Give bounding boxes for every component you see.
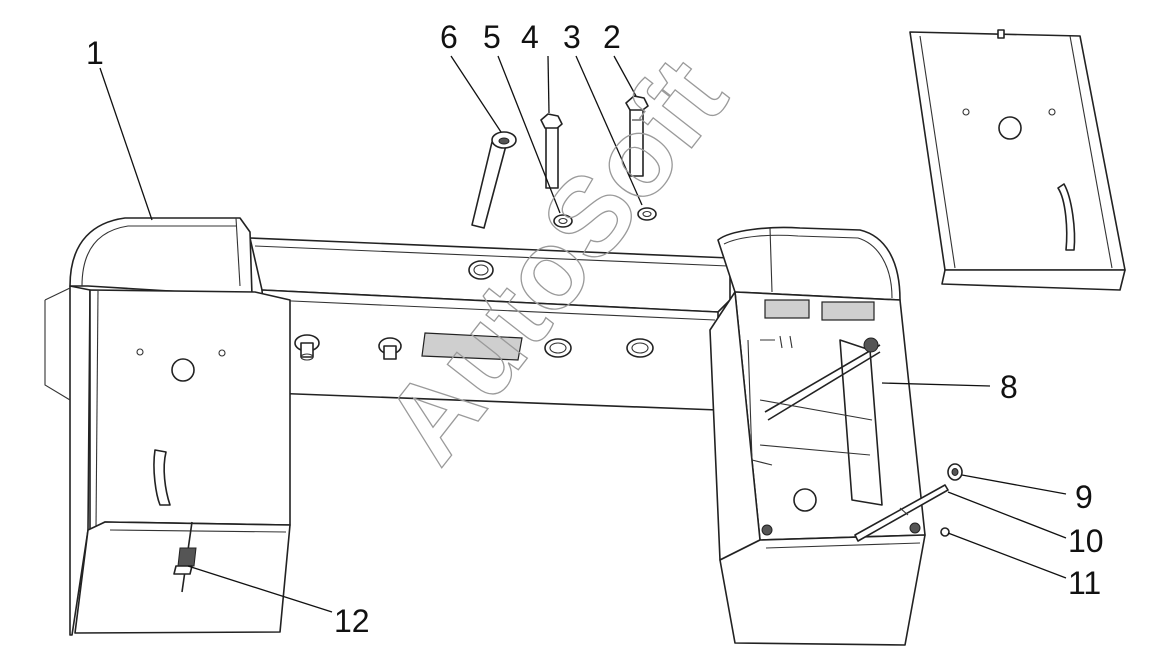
ring-part-11 xyxy=(940,527,950,537)
crossbar-front-hole-2 xyxy=(626,338,654,358)
bolt-part-2 xyxy=(625,95,649,177)
bolt-part-4 xyxy=(540,113,563,189)
screw-part-12 xyxy=(173,521,197,593)
crossbar-fitting-2 xyxy=(378,337,402,360)
callout-label-1: 1 xyxy=(86,35,104,71)
callout-label-4: 4 xyxy=(521,19,539,55)
callout-label-11: 11 xyxy=(1068,565,1101,601)
callout-label-6: 6 xyxy=(440,19,458,55)
callout-label-2: 2 xyxy=(603,19,621,55)
callout-label-12: 12 xyxy=(334,603,370,639)
pin-part-6 xyxy=(471,131,517,229)
washer-part-5 xyxy=(553,214,573,228)
cover-plate xyxy=(909,29,1126,291)
crossbar-front-hole-1 xyxy=(544,338,572,358)
nut-part-9 xyxy=(947,463,963,481)
callout-label-5: 5 xyxy=(483,19,501,55)
leader-lines xyxy=(99,55,1067,613)
callout-label-9: 9 xyxy=(1075,479,1093,515)
crossbar-top-hole xyxy=(468,260,494,280)
left-housing xyxy=(44,217,291,636)
callout-label-10: 10 xyxy=(1068,523,1104,559)
callout-label-8: 8 xyxy=(1000,369,1018,405)
callout-label-3: 3 xyxy=(563,19,581,55)
crossbar-rect-opening xyxy=(421,332,523,361)
rod-part-10 xyxy=(854,484,949,542)
washer-part-3 xyxy=(637,207,657,221)
right-housing xyxy=(709,226,926,646)
crossbar-fitting-1 xyxy=(294,334,320,361)
